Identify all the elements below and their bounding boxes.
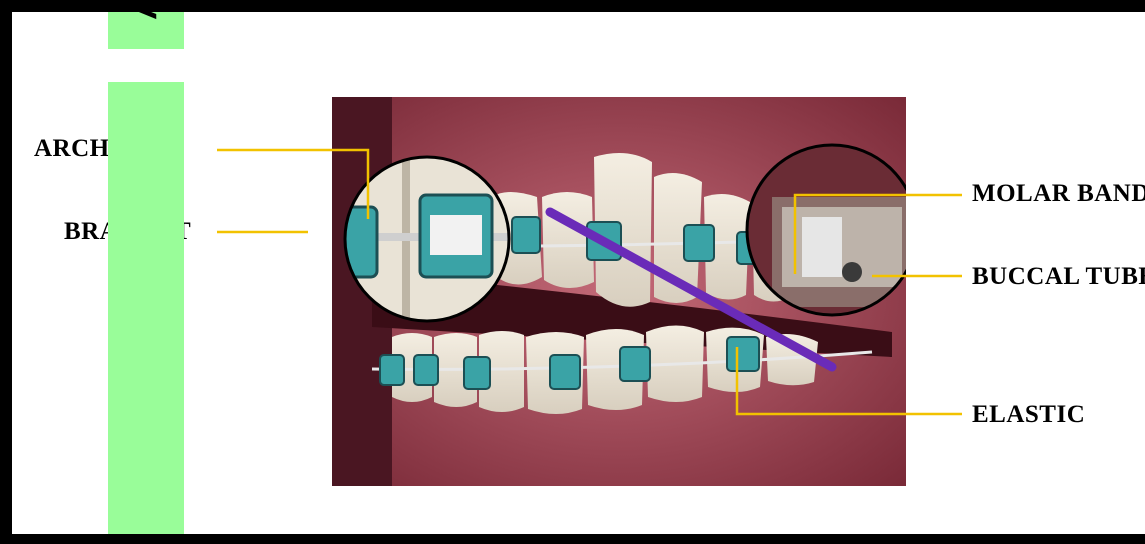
braces-illustration <box>332 97 906 486</box>
sidebar-bar <box>108 82 184 534</box>
diagram-canvas: ARCHWIRE BRACKET MOLAR BAND BUCCAL TUBE … <box>12 12 1145 534</box>
sidebar-tab-top: V <box>108 12 184 49</box>
elastic-label: ELASTIC <box>972 402 1085 427</box>
molar-band-label: MOLAR BAND <box>972 181 1145 206</box>
buccal-tube-label: BUCCAL TUBE <box>972 264 1145 289</box>
braces-photo <box>332 97 906 486</box>
sidebar-glyph: V <box>108 12 167 19</box>
